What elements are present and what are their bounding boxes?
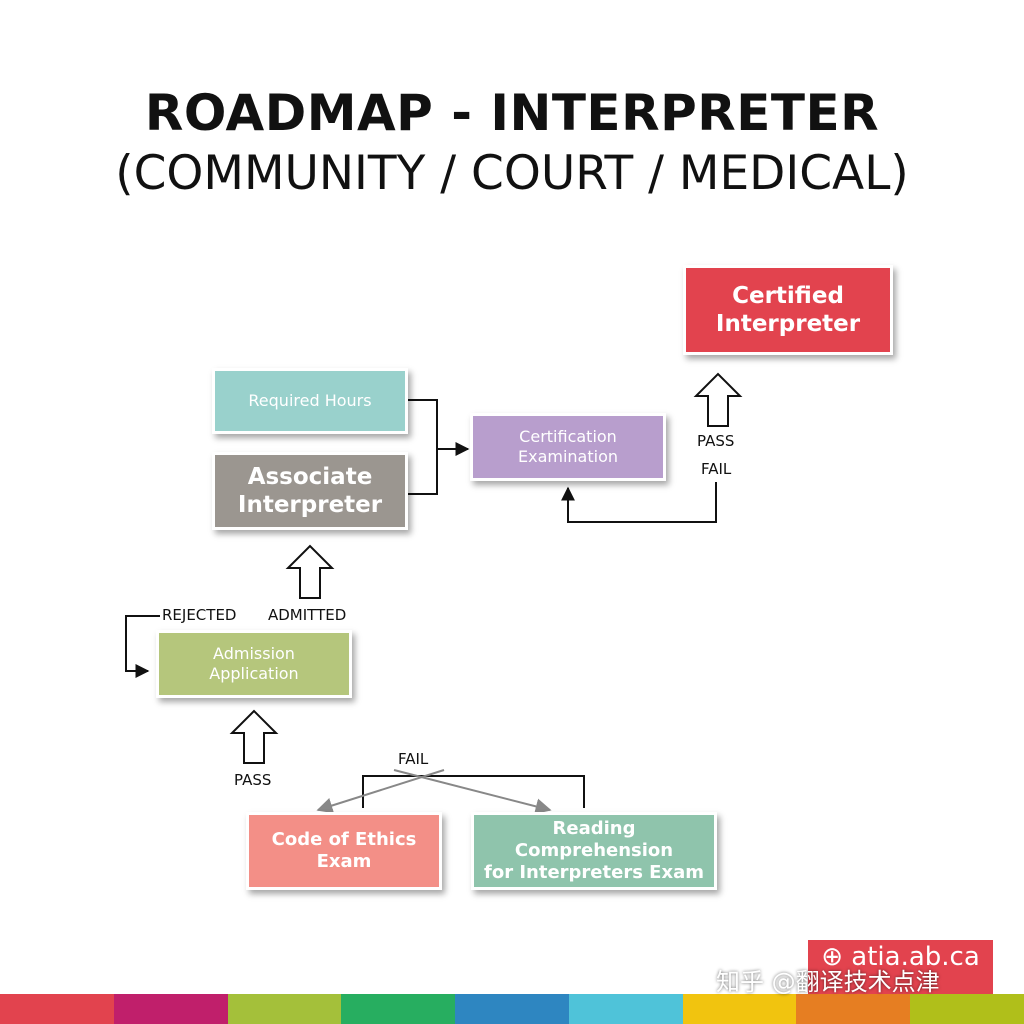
page-title: ROADMAP - INTERPRETER [144,84,880,142]
certification-exam-box: Certification Examination [470,413,666,481]
admission-line1: Admission [213,644,295,664]
fail-loop-connector [561,482,717,523]
color-stripe-segment [796,994,912,1024]
color-stripe-segment [568,994,684,1024]
fail-to-reading-arrow [393,769,552,815]
certification-exam-line1: Certification [519,427,617,447]
ethics-line2: Exam [316,851,372,872]
associate-interpreter-box: Associate Interpreter [212,452,408,530]
required-hours-box: Required Hours [212,368,408,434]
pass-up-arrow-icon [693,372,743,427]
page-subtitle: (COMMUNITY / COURT / MEDICAL) [115,146,909,201]
color-stripe-segment [455,994,570,1024]
certified-line1: Certified [732,282,844,309]
reading-line1: Reading Comprehension [514,818,674,862]
pass-label-bottom: PASS [234,771,272,789]
admitted-up-arrow-icon [285,544,335,599]
certified-line2: Interpreter [715,311,861,337]
fail-label-bottom: FAIL [398,750,429,768]
rejected-loop-connector [125,615,160,678]
site-url: ⊕ atia.ab.ca [821,942,980,972]
color-stripe-segment [113,994,229,1024]
certification-exam-line2: Examination [517,447,618,466]
color-stripe-segment [910,994,1024,1024]
pass-label-top: PASS [697,432,735,450]
color-stripe-segment [0,994,115,1024]
fail-label-top: FAIL [701,460,732,478]
rejected-label: REJECTED [162,606,237,624]
associate-line1: Associate [247,463,373,490]
reading-comprehension-box: Reading Comprehension for Interpreters E… [471,812,717,890]
admission-line2: Application [209,664,299,683]
admitted-label: ADMITTED [268,606,347,624]
required-hours-label: Required Hours [248,391,372,411]
site-badge: ⊕ atia.ab.ca [808,940,993,994]
admission-application-box: Admission Application [156,630,352,698]
code-of-ethics-box: Code of Ethics Exam [246,812,442,890]
watermark: 知乎 @翻译技术点津 [716,968,940,996]
merge-bracket-connector [408,399,438,495]
color-stripe-segment [682,994,798,1024]
ethics-line1: Code of Ethics [271,829,417,851]
ethics-fail-connector [362,775,585,808]
certified-interpreter-box: Certified Interpreter [683,265,893,355]
pass-bottom-up-arrow-icon [229,709,279,764]
associate-line2: Interpreter [237,492,383,518]
color-stripe-segment [227,994,343,1024]
reading-line2: for Interpreters Exam [484,861,704,883]
color-stripe-segment [341,994,457,1024]
